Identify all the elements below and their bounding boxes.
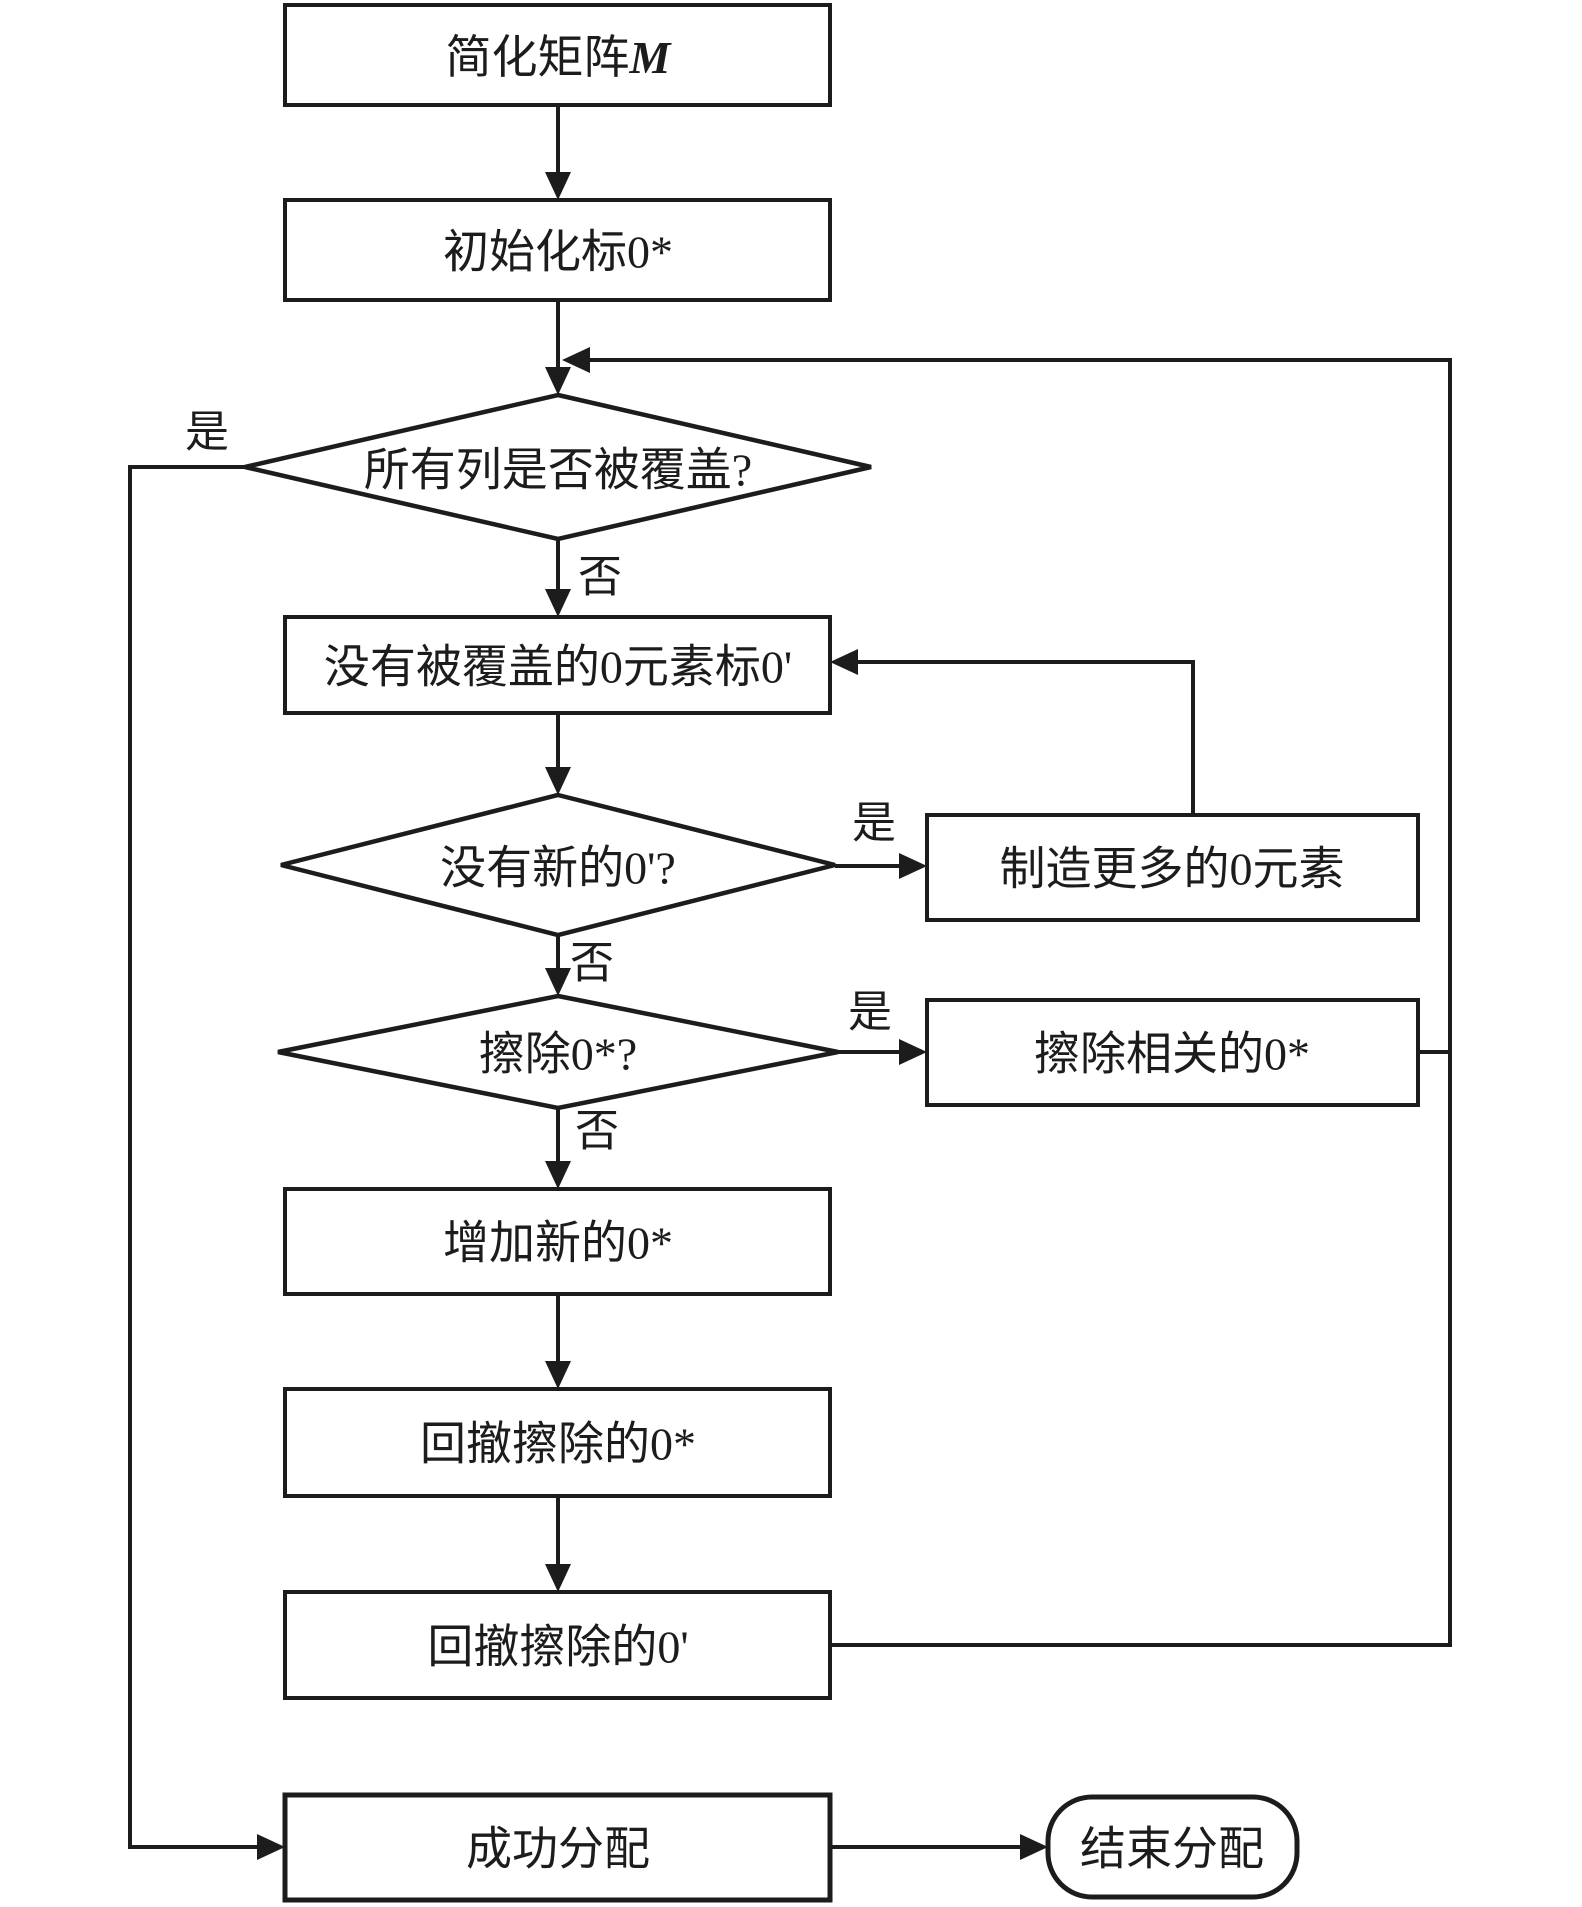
branch-label-no-3: 否	[575, 1107, 619, 1156]
feedback-rail-makezeros	[856, 660, 1195, 815]
node-simplify-matrix-label: 简化矩阵M	[446, 32, 673, 83]
node-restore-erased-star-label: 回撤擦除的0*	[420, 1419, 696, 1470]
decision-no-new-prime: 没有新的0'?	[280, 792, 836, 938]
branch-label-no-2: 否	[570, 939, 614, 988]
node-add-new-star-label: 增加新的0*	[443, 1218, 673, 1269]
node-make-more-zeros-label: 制造更多的0元素	[1000, 844, 1345, 895]
arrowhead-down-icon	[545, 1361, 571, 1389]
arrowhead-right-icon	[257, 1834, 285, 1860]
node-restore-erased-prime-label: 回撤擦除的0'	[427, 1622, 688, 1673]
arrowhead-down-icon	[545, 367, 571, 395]
decision-all-columns-covered: 所有列是否被覆盖?	[244, 392, 872, 542]
arrowhead-down-icon	[545, 1161, 571, 1189]
branch-rail-left-yes	[128, 465, 259, 1849]
node-simplify-matrix: 简化矩阵M	[283, 3, 832, 107]
arrowhead-down-icon	[545, 767, 571, 795]
arrowhead-right-icon	[899, 1039, 927, 1065]
arrowhead-right-icon	[1020, 1834, 1048, 1860]
node-assign-success-label: 成功分配	[466, 1824, 650, 1875]
branch-label-yes-2: 是	[852, 799, 896, 848]
decision-erase-star: 擦除0*?	[277, 993, 839, 1111]
arrowhead-down-icon	[545, 1564, 571, 1592]
arrowhead-down-icon	[545, 968, 571, 996]
node-erase-related-star-label: 擦除相关的0*	[1034, 1029, 1310, 1080]
node-init-star: 初始化标0*	[283, 198, 832, 302]
arrowhead-left-icon	[830, 649, 858, 675]
decision-no-new-prime-label: 没有新的0'?	[440, 843, 676, 894]
node-erase-related-star: 擦除相关的0*	[925, 998, 1420, 1107]
node-assign-success: 成功分配	[282, 1792, 833, 1903]
node-init-star-label: 初始化标0*	[443, 227, 673, 278]
branch-label-no-1: 否	[578, 553, 622, 602]
decision-erase-star-label: 擦除0*?	[479, 1029, 637, 1080]
node-end-assign: 结束分配	[1045, 1794, 1300, 1900]
arrowhead-down-icon	[545, 172, 571, 200]
node-mark-uncovered-prime: 没有被覆盖的0元素标0'	[283, 615, 832, 715]
node-mark-uncovered-prime-label: 没有被覆盖的0元素标0'	[324, 642, 792, 693]
node-restore-erased-star: 回撤擦除的0*	[283, 1387, 832, 1498]
arrowhead-right-icon	[899, 853, 927, 879]
node-end-assign-label: 结束分配	[1080, 1824, 1264, 1875]
arrowhead-left-icon	[562, 347, 590, 373]
branch-label-yes-1: 是	[185, 408, 229, 457]
branch-label-yes-3: 是	[848, 988, 892, 1037]
arrowhead-down-icon	[545, 589, 571, 617]
node-make-more-zeros: 制造更多的0元素	[925, 813, 1420, 922]
node-add-new-star: 增加新的0*	[283, 1187, 832, 1296]
decision-all-columns-covered-label: 所有列是否被覆盖?	[364, 445, 752, 496]
feedback-rail-right	[575, 358, 1452, 1647]
node-restore-erased-prime: 回撤擦除的0'	[283, 1590, 832, 1700]
